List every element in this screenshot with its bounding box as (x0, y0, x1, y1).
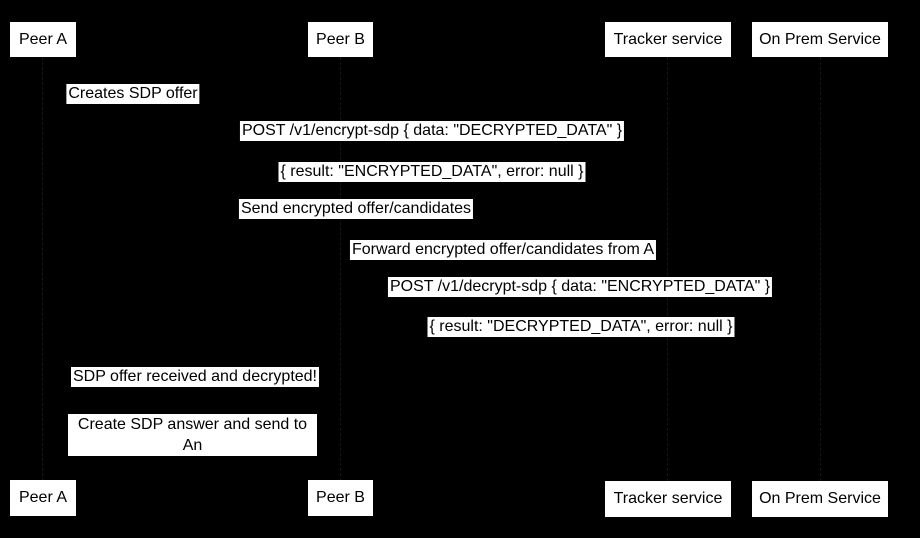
actor-label: Tracker service (613, 30, 723, 48)
actor-top-tracker-service: Tracker service (605, 22, 731, 57)
message-post-decrypt-sdp: POST /v1/decrypt-sdp { data: "ENCRYPTED_… (387, 277, 773, 297)
actor-label: Peer A (18, 489, 68, 506)
actor-label: On Prem Service (759, 490, 881, 507)
lifeline-tracker-service (667, 57, 668, 481)
message-result-encrypted-data: { result: "ENCRYPTED_DATA", error: null … (278, 162, 586, 182)
actor-label: Peer B (316, 489, 365, 506)
note-line-1: Create SDP answer and send to An (77, 416, 308, 454)
actor-bottom-peer-b: Peer B (308, 480, 373, 516)
message-send-encrypted-offer: Send encrypted offer/candidates (238, 199, 474, 219)
actor-label: Peer B (316, 30, 365, 48)
actor-bottom-tracker-service: Tracker service (605, 481, 731, 517)
lifeline-peer-a (42, 57, 43, 481)
note-line-2: using the same mechanism (95, 458, 290, 475)
actor-label: Peer A (18, 30, 68, 48)
message-creates-sdp-offer: Creates SDP offer (66, 84, 200, 104)
note-create-sdp-answer: Create SDP answer and send to An using t… (68, 414, 317, 475)
actor-top-on-prem-service: On Prem Service (752, 22, 888, 57)
actor-bottom-peer-a: Peer A (10, 480, 76, 516)
message-forward-encrypted-offer: Forward encrypted offer/candidates from … (349, 240, 657, 260)
actor-top-peer-b: Peer B (308, 22, 373, 57)
actor-label: Tracker service (613, 490, 723, 507)
actor-top-peer-a: Peer A (10, 22, 76, 57)
message-sdp-offer-received: SDP offer received and decrypted! (71, 367, 319, 387)
lifeline-peer-b (340, 57, 341, 481)
actor-label: On Prem Service (759, 30, 881, 48)
message-result-decrypted-data: { result: "DECRYPTED_DATA", error: null … (427, 317, 735, 337)
actor-bottom-on-prem-service: On Prem Service (752, 481, 888, 517)
message-post-encrypt-sdp: POST /v1/encrypt-sdp { data: "DECRYPTED_… (239, 121, 625, 141)
lifeline-on-prem-service (820, 57, 821, 481)
